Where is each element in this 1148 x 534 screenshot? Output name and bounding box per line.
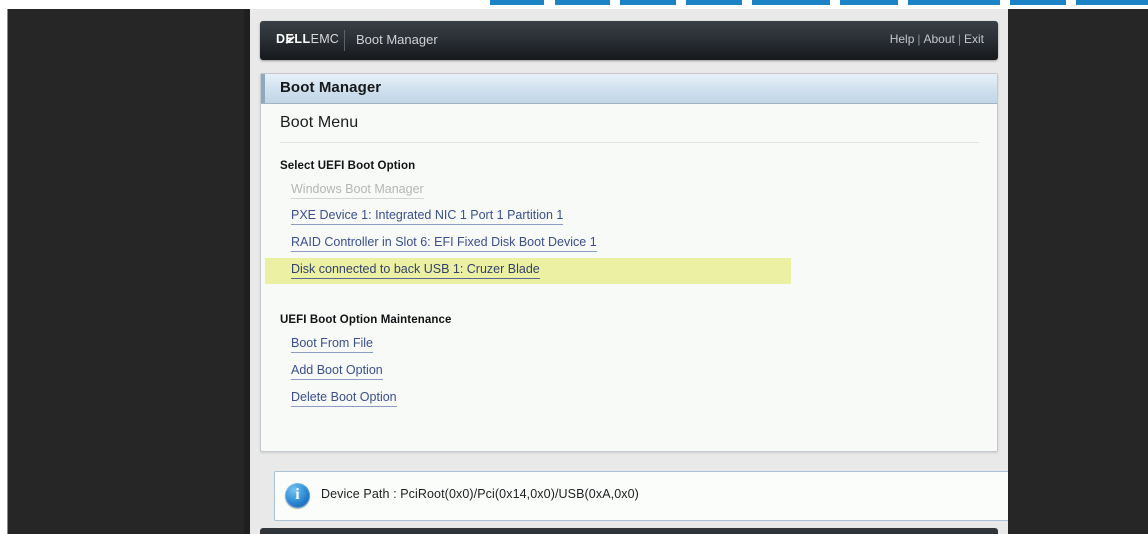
tab-chip-9[interactable] — [1076, 0, 1148, 5]
tab-chip-group[interactable] — [490, 0, 1148, 9]
tab-chip-6[interactable] — [840, 0, 898, 5]
boot-option-row[interactable]: PXE Device 1: Integrated NIC 1 Port 1 Pa… — [261, 204, 997, 230]
maintenance-option-row[interactable]: Boot From File — [261, 332, 997, 358]
device-path-infobox: Device Path : PciRoot(0x0)/Pci(0x14,0x0)… — [274, 471, 1008, 521]
section-heading-boot-menu: Boot Menu — [280, 114, 359, 131]
logo-dell-e: E — [285, 32, 295, 46]
left-edge-sliver — [0, 0, 7, 534]
maintenance-option-link[interactable]: Add Boot Option — [291, 363, 383, 380]
boot-manager-panel: Boot Manager Boot Menu Select UEFI Boot … — [260, 73, 998, 452]
tab-chip-4[interactable] — [686, 0, 742, 5]
group-label-uefi-boot-option-maintenance: UEFI Boot Option Maintenance — [280, 314, 452, 326]
page-title: Boot Manager — [280, 79, 382, 96]
tab-chip-3[interactable] — [620, 0, 676, 5]
group-label-select-uefi-boot-option: Select UEFI Boot Option — [280, 160, 416, 172]
header-separator-2: | — [957, 32, 961, 46]
tab-chip-1[interactable] — [490, 0, 544, 5]
left-edge-divider — [7, 0, 8, 534]
tab-strip-dark-fill — [1008, 8, 1148, 12]
logo-dell-d: D — [276, 32, 286, 46]
boot-manager-window: DELLEMC Boot Manager Help|About|Exit Boo… — [250, 9, 1008, 534]
tab-chip-8[interactable] — [1010, 0, 1066, 5]
tab-chip-5[interactable] — [752, 0, 830, 5]
boot-option-link: Windows Boot Manager — [291, 182, 424, 199]
header-separator-1: | — [917, 32, 921, 46]
boot-option-row[interactable]: RAID Controller in Slot 6: EFI Fixed Dis… — [261, 231, 997, 257]
panel-title-accent — [261, 74, 265, 103]
logo-emc: EMC — [310, 32, 340, 46]
header-links: Help|About|Exit — [890, 32, 984, 46]
section-heading-rule — [280, 142, 979, 143]
help-link[interactable]: Help — [889, 32, 915, 46]
logo-divider — [344, 30, 345, 51]
boot-option-row: Windows Boot Manager — [261, 178, 997, 204]
header-title: Boot Manager — [356, 32, 438, 47]
exit-link[interactable]: Exit — [963, 32, 984, 46]
logo-dell-ll: LL — [294, 32, 311, 46]
browser-tab-strip — [0, 0, 1148, 9]
dell-emc-logo: DELLEMC — [276, 32, 339, 46]
maintenance-option-row[interactable]: Delete Boot Option — [261, 386, 997, 412]
window-left-edge — [244, 0, 250, 534]
maintenance-option-link[interactable]: Boot From File — [291, 336, 373, 353]
maintenance-option-row[interactable]: Add Boot Option — [261, 359, 997, 385]
tab-chip-2[interactable] — [555, 0, 610, 5]
panel-title-bar: Boot Manager — [261, 74, 997, 104]
maintenance-option-link[interactable]: Delete Boot Option — [291, 390, 397, 407]
boot-option-link[interactable]: RAID Controller in Slot 6: EFI Fixed Dis… — [291, 235, 597, 252]
app-footer-bar — [260, 528, 998, 534]
boot-option-link[interactable]: Disk connected to back USB 1: Cruzer Bla… — [291, 262, 540, 279]
tab-chip-7[interactable] — [908, 0, 1000, 5]
boot-option-row[interactable]: Disk connected to back USB 1: Cruzer Bla… — [265, 258, 791, 284]
app-header-bar: DELLEMC Boot Manager Help|About|Exit — [260, 21, 998, 60]
device-path-text: Device Path : PciRoot(0x0)/Pci(0x14,0x0)… — [321, 487, 639, 501]
boot-option-link[interactable]: PXE Device 1: Integrated NIC 1 Port 1 Pa… — [291, 208, 564, 225]
info-icon — [285, 483, 310, 508]
about-link[interactable]: About — [923, 32, 955, 46]
